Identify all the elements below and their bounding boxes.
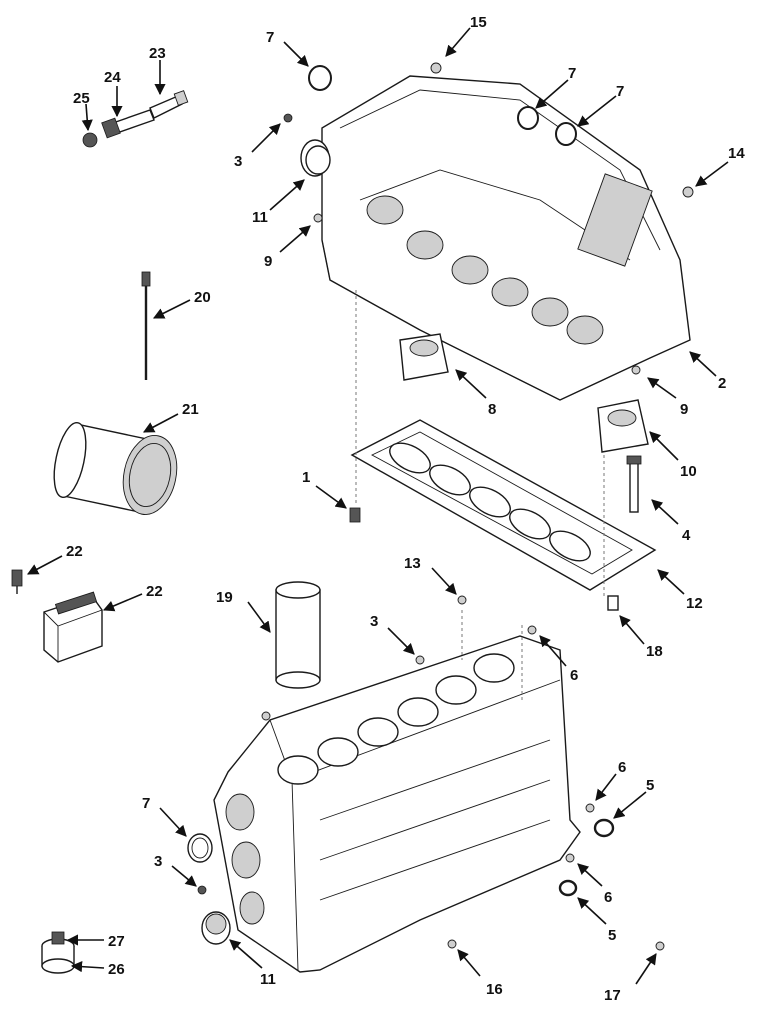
- callout-26: 26: [108, 961, 125, 978]
- lower-engine-block: [213, 635, 581, 973]
- callout-5-lower: 5: [608, 927, 616, 944]
- callout-7-top-left: 7: [266, 29, 274, 46]
- callout-3-top: 3: [234, 153, 242, 170]
- callout-9-left: 9: [264, 253, 272, 270]
- callout-21: 21: [182, 401, 199, 418]
- callout-11-top: 11: [252, 209, 268, 226]
- cylinder-liner: [275, 581, 321, 689]
- heater-element: [11, 569, 23, 594]
- o-ring-lower: [187, 833, 213, 863]
- o-ring-7c: [555, 122, 577, 146]
- callout-8: 8: [488, 401, 496, 418]
- callout-7-lower: 7: [142, 795, 150, 812]
- callout-1: 1: [302, 469, 310, 486]
- callout-19: 19: [216, 589, 233, 606]
- callout-10: 10: [680, 463, 697, 480]
- callout-20: 20: [194, 289, 211, 306]
- seal-11-top: [305, 145, 331, 175]
- callout-leaders: [27, 27, 729, 985]
- callout-16: 16: [486, 981, 503, 998]
- callout-15: 15: [470, 14, 487, 31]
- callout-5-upper: 5: [646, 777, 654, 794]
- sensor-assembly: [82, 90, 189, 148]
- o-ring-7a: [308, 65, 332, 91]
- callout-3-lower: 3: [154, 853, 162, 870]
- callout-6-upper: 6: [570, 667, 578, 684]
- callout-14: 14: [728, 145, 745, 162]
- expansion-plug: [201, 911, 231, 945]
- long-bolt: [626, 455, 642, 513]
- oil-filter-head: [41, 931, 75, 974]
- callout-25: 25: [73, 90, 90, 107]
- callout-24: 24: [104, 69, 121, 86]
- callout-13: 13: [404, 555, 421, 572]
- small-bolt: [349, 507, 361, 523]
- o-ring-7b: [517, 106, 539, 130]
- bearing-cap-right: [597, 399, 649, 453]
- callout-6-lower: 6: [604, 889, 612, 906]
- dipstick: [141, 271, 151, 380]
- callout-23: 23: [149, 45, 166, 62]
- callout-9-right: 9: [680, 401, 688, 418]
- o-ring-5b: [558, 879, 578, 897]
- o-ring-5a: [593, 818, 615, 838]
- plug-18: [607, 595, 619, 611]
- callout-labels: 23 24 25 7 15 7 7 3 14 11 9 20 2 8 9 21 …: [66, 14, 745, 1004]
- callout-2: 2: [718, 375, 726, 392]
- callout-7-top-right: 7: [616, 83, 624, 100]
- upper-engine-block: [300, 75, 691, 401]
- callout-27: 27: [108, 933, 125, 950]
- callout-12: 12: [686, 595, 703, 612]
- callout-4: 4: [682, 527, 691, 544]
- callout-11-bottom: 11: [260, 971, 276, 988]
- filter-element: [53, 422, 178, 515]
- callout-18: 18: [646, 643, 663, 660]
- callout-6-middle: 6: [618, 759, 626, 776]
- gasket: [350, 419, 657, 591]
- alignment-lines: [355, 290, 605, 700]
- callout-7-top-mid: 7: [568, 65, 576, 82]
- callout-17: 17: [604, 987, 621, 1004]
- callout-22-lower: 22: [146, 583, 163, 600]
- callout-3-middle: 3: [370, 613, 378, 630]
- dowel-markers: [197, 62, 694, 951]
- bearing-cap-left: [399, 333, 449, 381]
- callout-22-upper: 22: [66, 543, 83, 560]
- heater-box: [43, 591, 103, 663]
